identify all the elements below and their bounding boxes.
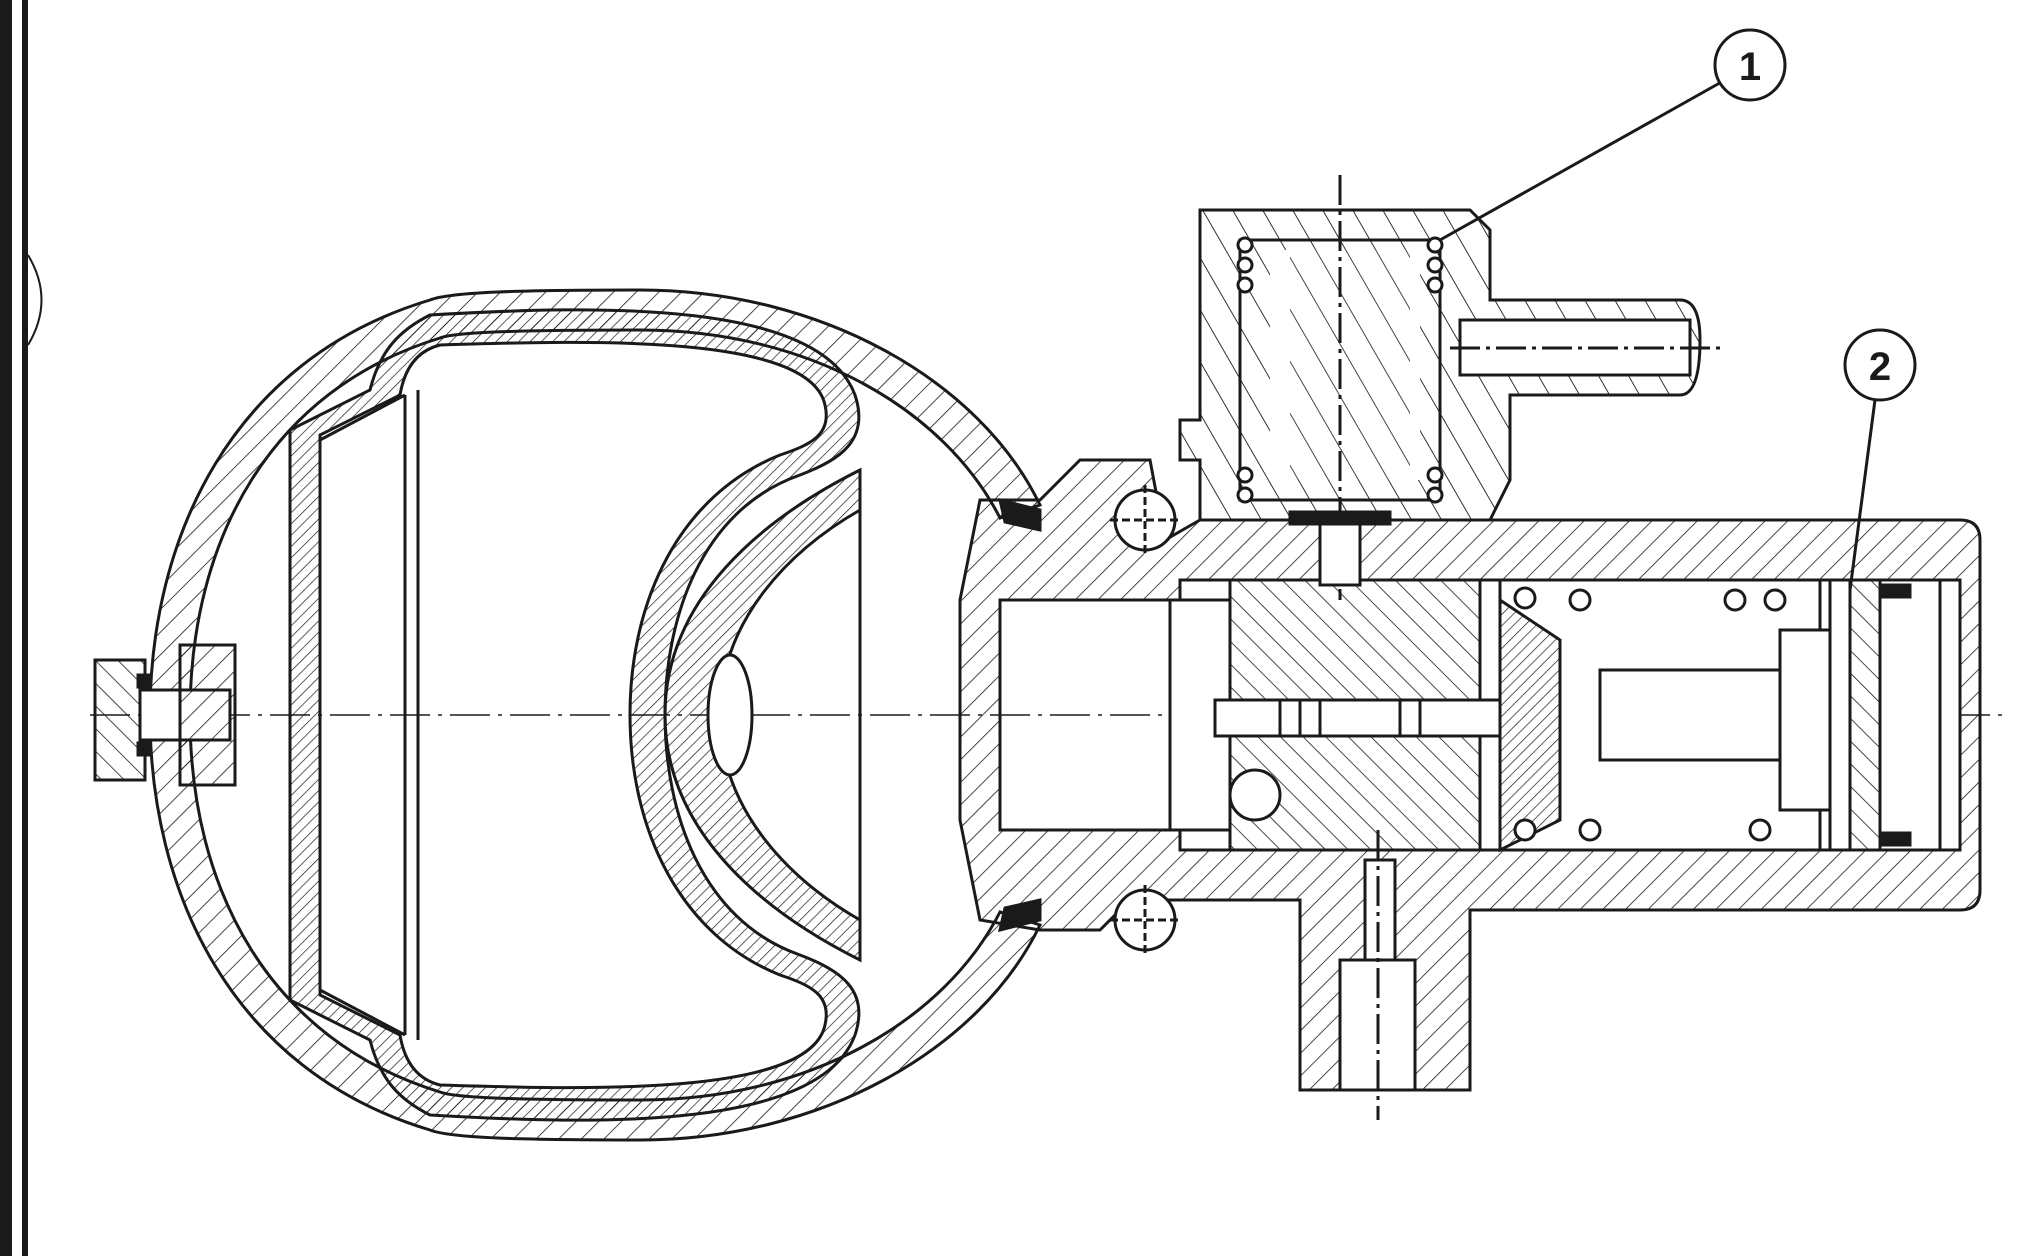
accumulator-sphere — [93, 288, 1043, 1142]
relief-valve-cartridge — [1178, 175, 1720, 600]
callout-2-label: 2 — [1869, 345, 1891, 389]
callout-1: 1 — [1439, 28, 1787, 242]
page-border — [0, 0, 43, 1256]
valve-body — [958, 458, 1982, 1120]
callout-2: 2 — [1843, 328, 1917, 591]
callout-1-label: 1 — [1739, 45, 1761, 89]
